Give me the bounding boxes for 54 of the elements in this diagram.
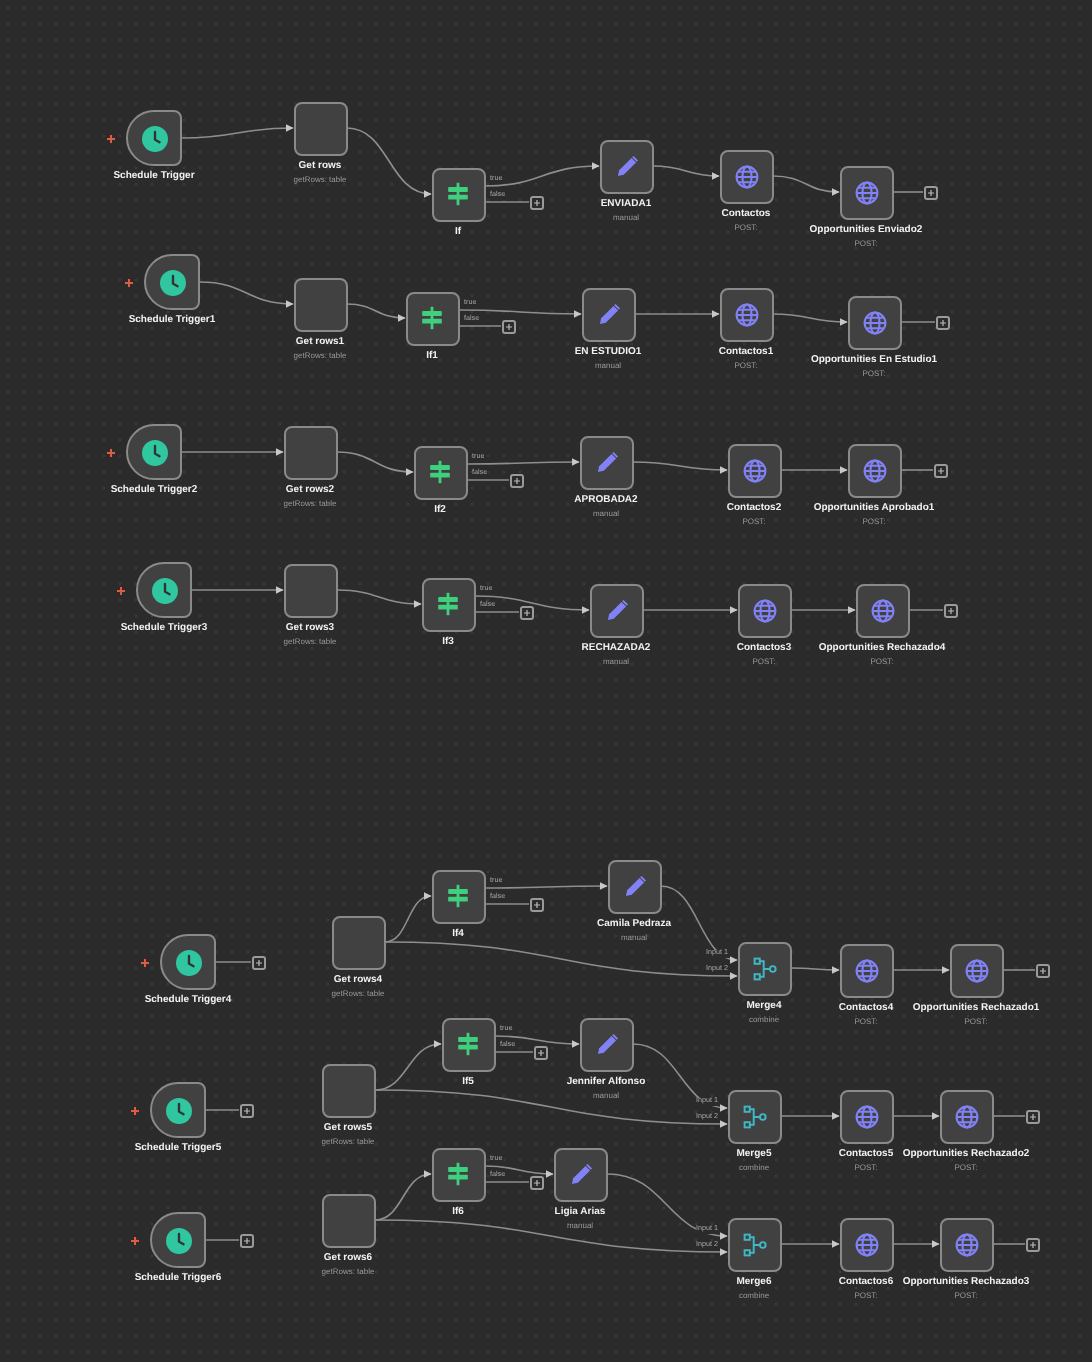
connector [374, 1171, 432, 1221]
connector [606, 1173, 728, 1240]
connector [892, 191, 924, 193]
connector [215, 961, 252, 963]
connector [494, 1035, 580, 1048]
connector [458, 325, 502, 327]
connector [384, 893, 432, 943]
connector [992, 1243, 1026, 1245]
connector [474, 611, 520, 613]
connector [632, 461, 728, 474]
connector [632, 1043, 728, 1112]
connector [474, 595, 590, 614]
connector [900, 321, 936, 323]
connector [642, 606, 738, 614]
connector [494, 1051, 534, 1053]
connector [181, 124, 294, 139]
connector [908, 609, 944, 611]
connector [181, 448, 284, 456]
connector [336, 451, 414, 476]
connector [892, 966, 950, 974]
connector [191, 586, 284, 594]
connector [199, 281, 294, 308]
connector [205, 1239, 240, 1241]
connector [374, 1219, 728, 1256]
connector [772, 175, 840, 196]
connector [892, 1112, 940, 1120]
connector [780, 1240, 840, 1248]
connector [660, 885, 738, 963]
connector [484, 201, 530, 203]
connector [484, 1165, 554, 1178]
connector [772, 313, 848, 326]
connector [992, 1115, 1026, 1117]
connector [466, 458, 580, 466]
connector [346, 303, 406, 322]
connector [790, 965, 840, 974]
connector [484, 903, 530, 905]
connector [892, 1240, 940, 1248]
connector [1002, 969, 1036, 971]
connector [374, 1089, 728, 1128]
connector [458, 309, 582, 318]
connector [484, 882, 608, 890]
connector [346, 127, 432, 197]
connector [384, 941, 738, 980]
connector [780, 1112, 840, 1120]
connector [484, 162, 600, 187]
connector [466, 479, 510, 481]
connector [900, 469, 934, 471]
connector [336, 589, 422, 608]
connector [790, 606, 856, 614]
connector [780, 466, 848, 474]
connector [205, 1109, 240, 1111]
connector [634, 310, 720, 318]
connector [484, 1181, 530, 1183]
connector [652, 165, 720, 180]
